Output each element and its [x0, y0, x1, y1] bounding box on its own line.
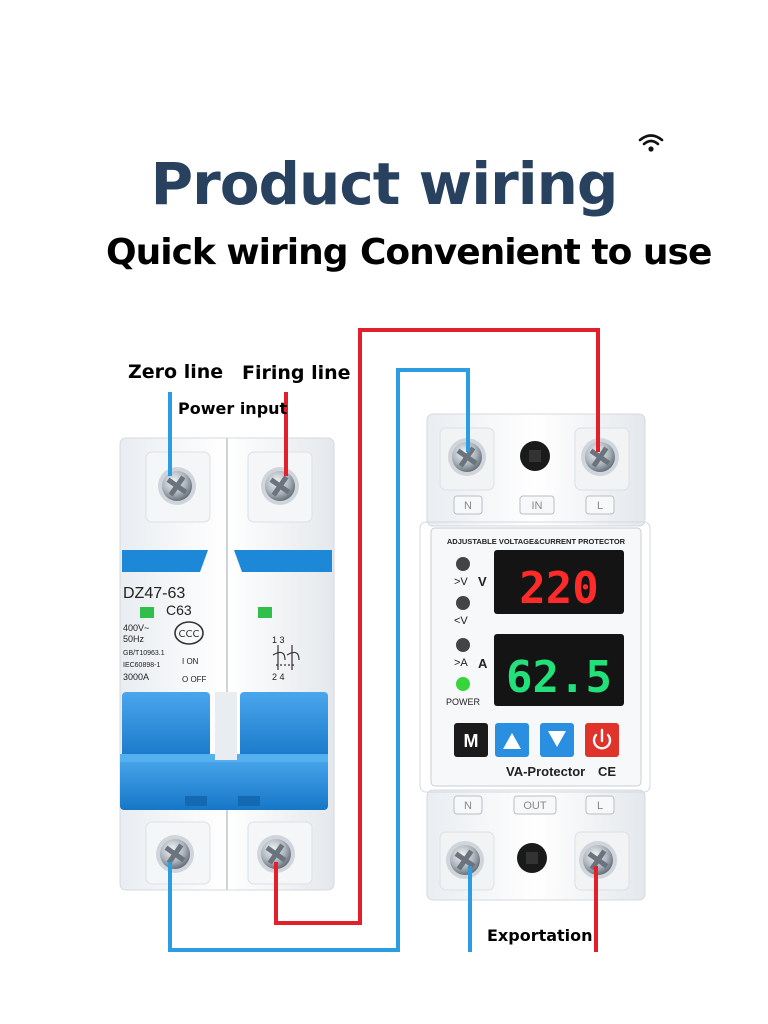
breaker-pole-top: 1 3 [272, 635, 285, 645]
screw-icon [261, 467, 299, 505]
m-button[interactable] [454, 723, 488, 757]
wires [168, 328, 600, 952]
neutral-link-wire [168, 368, 470, 952]
led-over-current [456, 638, 470, 652]
current-display [494, 634, 624, 706]
indicator-over-voltage: >V [454, 576, 468, 588]
terminal-l-bottom: L [597, 800, 603, 812]
page-title: Product wiring [150, 150, 619, 218]
current-value: 62.5 [506, 652, 612, 703]
zero-line-label: Zero line [128, 361, 224, 383]
led-over-voltage [456, 557, 470, 571]
breaker-stripe-right [234, 550, 332, 572]
indicator-under-voltage: <V [454, 615, 468, 627]
terminal-n-top: N [464, 500, 472, 512]
circuit-breaker: CCC [119, 437, 335, 891]
terminal-out: OUT [523, 800, 547, 812]
power-input-label: Power input [178, 399, 288, 418]
screw-icon [158, 467, 196, 505]
firing-line-label: Firing line [242, 362, 351, 384]
ce-mark: CE [598, 764, 616, 779]
breaker-spec-3: GB/T10963.1 [123, 650, 165, 657]
breaker-pole-bottom: 2 4 [272, 672, 285, 682]
up-arrow-icon [503, 733, 521, 749]
down-arrow-icon [548, 731, 566, 747]
led-under-voltage [456, 596, 470, 610]
breaker-on-label: I ON [182, 657, 199, 666]
breaker-indicator-right [258, 607, 272, 618]
breaker-indicator-left [140, 607, 154, 618]
power-icon [592, 728, 612, 750]
svg-text:CCC: CCC [179, 629, 200, 640]
unit-voltage: V [478, 574, 487, 589]
breaker-off-label: O OFF [182, 675, 207, 684]
subtitle-quick-wiring: Quick wiring [106, 232, 348, 273]
pole-diagram [272, 645, 300, 670]
terminal-in: IN [532, 500, 543, 512]
va-protector [419, 413, 651, 901]
breaker-model: DZ47-63 [123, 585, 185, 602]
brand-label: VA-Protector [506, 764, 585, 779]
exportation-label: Exportation [487, 926, 593, 945]
terminal-n-bottom: N [464, 800, 472, 812]
terminal-l-top: L [597, 500, 603, 512]
breaker-spec-1: 400V~ [123, 623, 149, 633]
breaker-spec-2: 50Hz [123, 634, 145, 644]
breaker-stripe-left [122, 550, 208, 572]
screw-icon [446, 841, 484, 879]
screw-icon [156, 835, 194, 873]
voltage-value: 220 [519, 563, 598, 614]
toggle-handle[interactable] [120, 758, 328, 810]
wifi-icon [638, 134, 664, 152]
indicator-power: POWER [446, 697, 481, 707]
voltage-display [494, 550, 624, 614]
breaker-spec-5: 3000A [123, 672, 149, 682]
breaker-rating: C63 [166, 602, 192, 618]
live-link-wire [274, 328, 600, 925]
subtitle-convenient: Convenient to use [360, 232, 712, 273]
ccc-mark: CCC [174, 621, 204, 645]
unit-current: A [478, 656, 488, 671]
breaker-spec-4: IEC60898-1 [123, 662, 160, 669]
led-power [456, 677, 470, 691]
m-button-label: M [464, 731, 479, 751]
indicator-over-current: >A [454, 657, 468, 669]
protector-header: ADJUSTABLE VOLTAGE&CURRENT PROTECTOR [447, 537, 626, 546]
